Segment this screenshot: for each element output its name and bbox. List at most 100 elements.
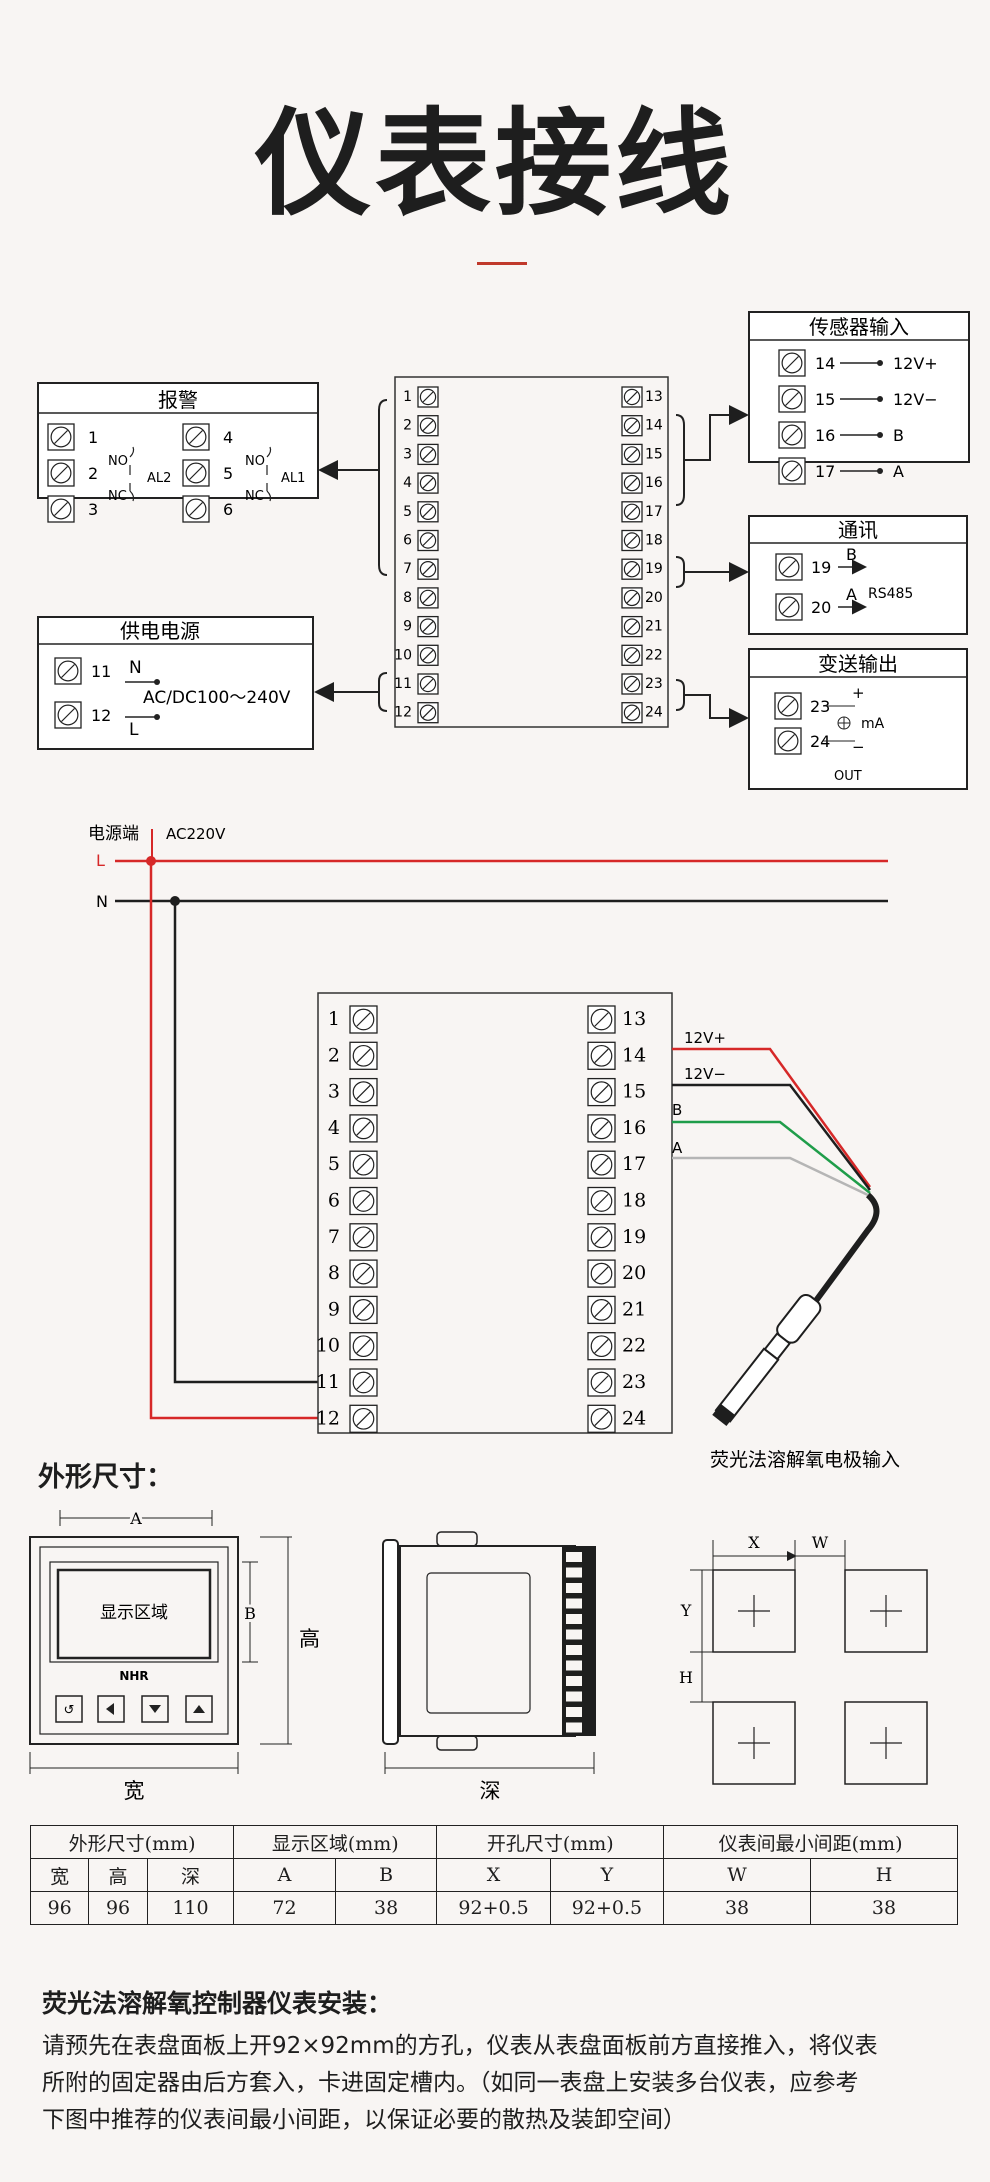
table-cell: 宽 [29,1858,90,1892]
terminal-number: 20 [645,590,663,606]
voltage-label: AC220V [166,825,226,843]
terminal-number: 21 [622,1298,646,1320]
terminal-number: 9 [403,619,412,635]
table-cell: H [810,1858,958,1892]
terminal-number: 19 [622,1226,646,1248]
cutout-1 [712,1569,796,1653]
screw-terminal-icon [349,1077,378,1107]
terminal-number: 14 [622,1044,646,1066]
display-label: 显示区域 [100,1603,168,1623]
screw-terminal-icon [774,727,802,755]
wire-label-4: A [672,1139,683,1157]
terminal-number: 8 [403,590,412,606]
table-cell: A [233,1858,336,1892]
power-range: AC/DC100～240V [143,688,291,708]
cutout-2 [844,1569,928,1653]
terminal-number: 18 [622,1190,646,1212]
terminal-number: 12 [394,705,412,721]
front-key-2 [97,1695,125,1723]
comm-label: A [846,585,857,604]
terminal-number: 5 [328,1153,340,1175]
terminal-number: 14 [815,354,835,373]
example-terminal-block [317,992,673,1434]
table-cell: 38 [810,1891,958,1925]
sensor-title: 传感器输入 [809,315,909,339]
table-cell: 96 [29,1891,90,1925]
terminal-number: 11 [394,676,412,692]
terminal-number: 24 [622,1407,646,1429]
terminal-number: 18 [645,533,663,549]
alarm-al2: AL2 [147,471,171,486]
table-header: 外形尺寸(mm) [29,1825,235,1859]
power-title: 供电电源 [120,619,200,643]
comm-label: B [846,545,857,564]
probe-cable [812,1192,880,1304]
alarm-nc-1: NC [245,489,264,504]
output-unit: mA [861,716,885,732]
power-l: L [129,720,139,740]
dim-width: 宽 [124,1779,145,1803]
terminal-block [394,376,669,728]
install-line: 所附的固定器由后方套入，卡进固定槽内。（如同一表盘上安装多台仪表，应参考 [42,2070,859,2096]
display-area [56,1568,212,1660]
terminal-number: 7 [403,561,412,577]
dimension-table: 外形尺寸(mm) 显示区域(mm) 开孔尺寸(mm) 仪表间最小间距(mm) 宽… [29,1825,958,1925]
output-out: OUT [834,769,862,784]
power-n: N [129,658,142,678]
table-sub-row: 宽 高 深 A B X Y W H [29,1858,958,1892]
terminal-number: 13 [645,389,663,405]
wire-green [672,1120,871,1194]
wire-label-2: 12V− [684,1065,726,1083]
terminal-number: 22 [622,1335,646,1357]
table-cell: B [334,1858,438,1892]
terminal-number: 4 [403,475,412,491]
comm-title: 通讯 [838,518,878,542]
terminal-number: 20 [811,598,831,617]
table-cell: X [436,1858,551,1892]
terminal-number: 1 [403,389,412,405]
alarm-nc-2: NC [108,489,127,504]
wire-black [672,1083,871,1191]
terminal-number: 9 [328,1298,340,1320]
terminal-number: 24 [645,705,663,721]
terminal-number: 6 [403,533,412,549]
terminal-number: 16 [622,1117,646,1139]
table-cell: 38 [663,1891,811,1925]
dim-b: B [244,1604,256,1623]
table-cell: 92+0.5 [549,1891,665,1925]
table-cell: 110 [146,1891,235,1925]
terminal-number: 24 [810,732,830,751]
brand-logo: NHR [119,1669,148,1683]
terminal-number: 16 [645,475,663,491]
line-l-label: L [96,851,105,870]
alarm-al1: AL1 [281,471,305,486]
terminal-number: 20 [622,1262,646,1284]
terminal-number: 5 [403,504,412,520]
cutout-x: X [748,1533,760,1552]
terminal-number: 6 [328,1190,340,1212]
cutout-4 [844,1701,928,1785]
table-cell: 高 [88,1858,148,1892]
wire-label-3: B [672,1101,682,1119]
sensor-label: 12V− [893,390,938,409]
dim-height: 高 [299,1627,320,1651]
output-title: 变送输出 [818,652,898,676]
power-box [37,616,314,750]
page-title: 仪表接线 [255,97,735,232]
sensor-label: B [893,426,904,445]
terminal-number: 12 [316,1407,340,1429]
table-cell: 72 [233,1891,336,1925]
terminal-number: 5 [223,464,233,483]
terminal-number: 7 [328,1226,340,1248]
screw-terminal-icon [47,495,75,523]
screw-terminal-icon [587,1223,616,1252]
terminal-number: 1 [328,1008,340,1030]
terminal-number: 14 [645,418,663,434]
